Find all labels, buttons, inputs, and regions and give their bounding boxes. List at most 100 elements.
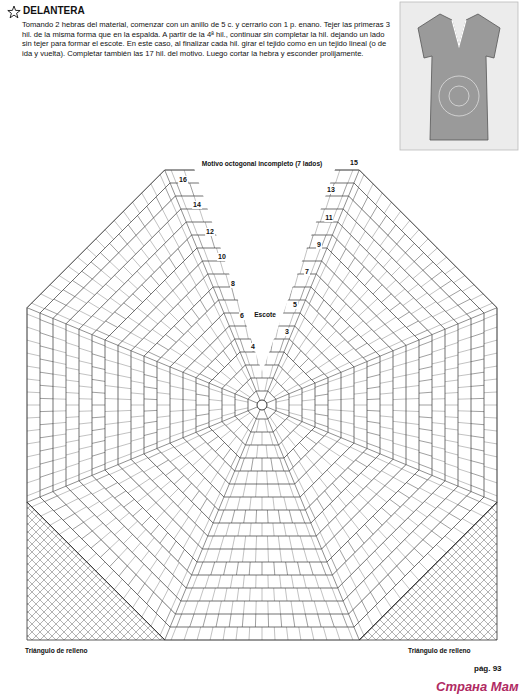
stitch-mark xyxy=(458,299,470,305)
stitch-mark xyxy=(289,510,292,523)
stitch-mark xyxy=(423,540,433,548)
stitch-mark xyxy=(317,300,324,312)
mesh-line xyxy=(220,460,420,660)
stitch-mark xyxy=(119,289,129,297)
mesh-line xyxy=(332,460,523,660)
mesh-line xyxy=(420,460,523,660)
mesh-line xyxy=(0,460,4,660)
stitch-mark xyxy=(327,331,336,340)
stitch-mark xyxy=(407,321,419,327)
stitch-mark xyxy=(53,457,66,461)
stitch-mark xyxy=(380,405,393,406)
stitch-mark xyxy=(364,218,371,230)
stitch-mark xyxy=(188,331,197,340)
stitch-mark xyxy=(148,486,158,494)
spoke-line xyxy=(165,170,262,405)
stitch-mark xyxy=(32,303,45,309)
mesh-line xyxy=(76,460,276,660)
stitch-mark xyxy=(251,458,253,471)
stitch-mark xyxy=(221,371,231,379)
stitch-mark xyxy=(284,300,287,313)
stitch-mark xyxy=(445,330,458,335)
mesh-line xyxy=(172,460,372,660)
mesh-line xyxy=(260,460,460,660)
stitch-mark xyxy=(255,484,257,497)
stitch-mark xyxy=(209,400,222,401)
stitch-mark xyxy=(225,497,230,510)
stitch-mark xyxy=(467,496,480,502)
stitch-mark xyxy=(367,432,380,435)
stitch-mark xyxy=(397,234,405,244)
stitch-mark xyxy=(156,601,162,613)
stitch-mark xyxy=(432,446,445,449)
stitch-mark xyxy=(214,274,219,287)
mesh-line xyxy=(332,460,523,660)
stitch-mark xyxy=(50,285,62,292)
stitch-mark xyxy=(397,548,406,558)
stitch-mark xyxy=(137,271,146,281)
stitch-mark xyxy=(118,387,131,389)
stitch-mark xyxy=(293,183,295,196)
watermark: Страна Мам xyxy=(436,680,519,695)
stitch-mark xyxy=(229,183,231,196)
mesh-line xyxy=(156,460,356,660)
stitch-mark xyxy=(330,504,338,515)
stitch-mark xyxy=(293,330,299,342)
mesh-line xyxy=(0,460,140,660)
stitch-mark xyxy=(137,308,147,316)
mesh-line xyxy=(0,460,108,660)
stitch-mark xyxy=(280,549,282,562)
mesh-line xyxy=(412,460,523,660)
stitch-mark xyxy=(202,448,212,457)
stitch-mark xyxy=(385,317,396,324)
stitch-mark xyxy=(196,423,209,427)
stitch-mark xyxy=(234,424,243,433)
stitch-mark xyxy=(398,491,409,498)
stitch-mark xyxy=(97,330,110,336)
stitch-mark xyxy=(110,540,120,549)
stitch-mark xyxy=(100,253,109,262)
mesh-line xyxy=(52,460,252,660)
stitch-mark xyxy=(305,614,308,627)
stitch-mark xyxy=(353,610,359,623)
mesh-line xyxy=(92,460,292,660)
stitch-mark xyxy=(53,349,66,353)
stitch-mark xyxy=(445,392,458,394)
stitch-mark xyxy=(281,377,290,386)
stitch-mark xyxy=(27,340,40,344)
stitch-mark xyxy=(353,321,363,329)
mesh-line xyxy=(340,460,523,660)
stitch-mark xyxy=(92,354,105,358)
stitch-mark xyxy=(27,442,40,444)
stitch-mark xyxy=(27,314,40,319)
stitch-mark xyxy=(127,244,135,254)
stitch-mark xyxy=(318,361,329,368)
stitch-mark xyxy=(198,265,204,278)
stitch-mark xyxy=(110,557,119,566)
stitch-mark xyxy=(92,523,103,531)
mesh-line xyxy=(268,460,468,660)
mesh-line xyxy=(60,460,260,660)
stitch-mark xyxy=(27,379,40,381)
stitch-mark xyxy=(395,513,405,521)
round-number: 3 xyxy=(284,328,290,336)
stitch-mark xyxy=(222,413,235,417)
stitch-mark xyxy=(203,183,206,196)
stitch-mark xyxy=(363,452,376,458)
stitch-mark xyxy=(380,564,388,575)
stitch-mark xyxy=(266,445,267,458)
stitch-mark xyxy=(192,545,198,558)
stitch-mark xyxy=(262,274,263,287)
stitch-mark xyxy=(405,540,415,549)
stitch-mark xyxy=(325,436,337,442)
stitch-mark xyxy=(348,258,355,269)
round-outline xyxy=(105,248,419,562)
stitch-mark xyxy=(41,294,53,300)
stitch-mark xyxy=(293,351,301,362)
stitch-mark xyxy=(235,399,248,402)
stitch-mark xyxy=(354,416,367,418)
stitch-mark xyxy=(322,344,332,353)
stitch-mark xyxy=(170,398,183,400)
mesh-line xyxy=(84,460,284,660)
stitch-mark xyxy=(400,526,410,535)
